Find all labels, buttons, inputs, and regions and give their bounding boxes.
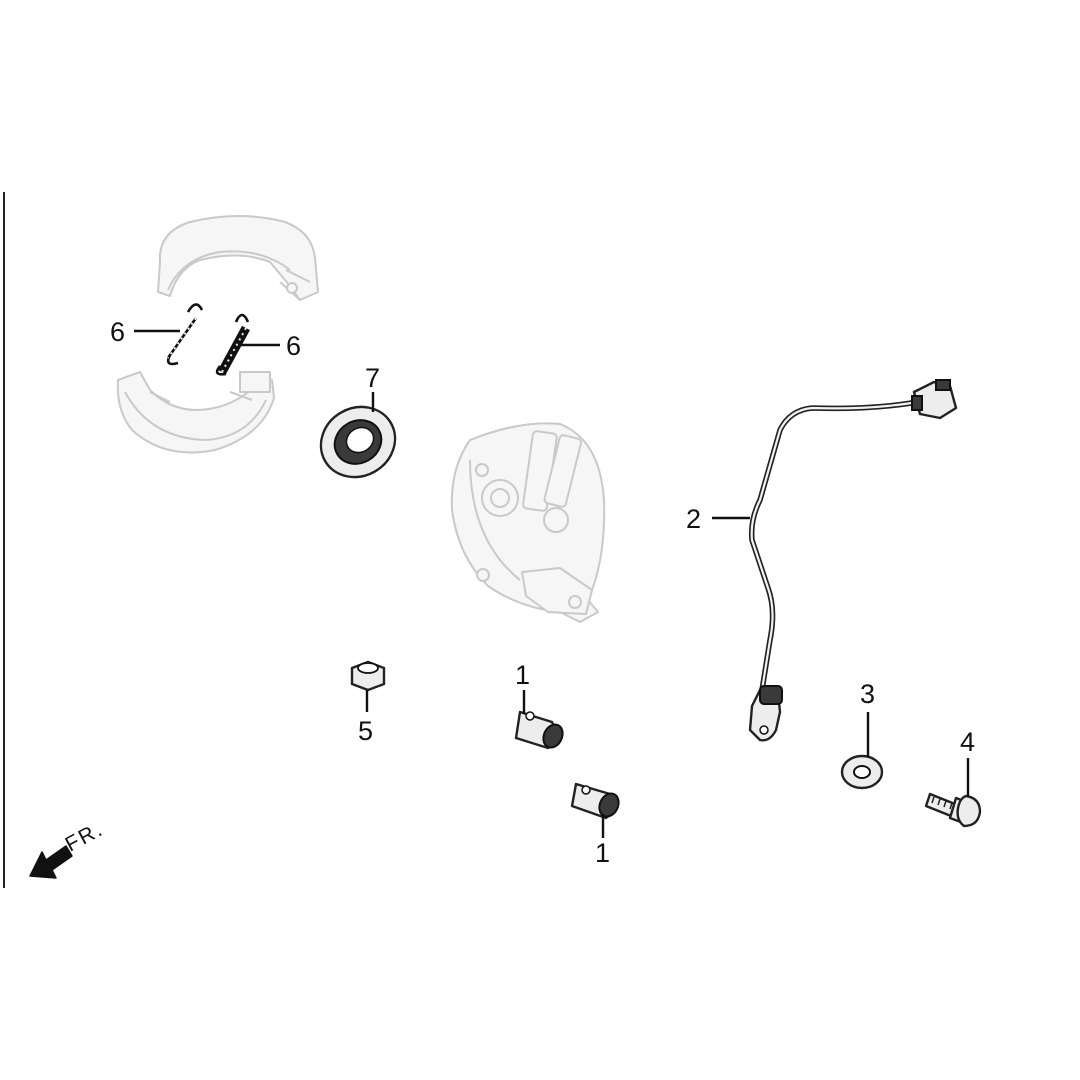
callout-4: 4 bbox=[960, 727, 975, 757]
callout-5: 5 bbox=[358, 716, 373, 746]
spring-left bbox=[166, 303, 204, 366]
callout-7: 7 bbox=[365, 363, 380, 393]
oil-seal bbox=[319, 405, 397, 479]
brake-panel-ghost bbox=[450, 422, 606, 623]
arrow-down-left-icon bbox=[29, 845, 73, 879]
brake-shoe-upper bbox=[157, 215, 319, 301]
wheel-speed-sensor bbox=[748, 379, 958, 742]
front-direction-label: FR. bbox=[62, 817, 108, 856]
callout-2: 2 bbox=[686, 504, 701, 534]
callout-1-upper: 1 bbox=[515, 660, 530, 690]
callout-6-right: 6 bbox=[286, 331, 301, 361]
callout-6-left: 6 bbox=[110, 317, 125, 347]
callout-3: 3 bbox=[860, 679, 875, 709]
brake-shoe-lower bbox=[116, 371, 275, 454]
washer bbox=[840, 754, 884, 790]
flange-bolt bbox=[924, 792, 982, 828]
callout-1-lower: 1 bbox=[595, 838, 610, 868]
cable-pin-lower bbox=[570, 782, 620, 820]
cable-pin-upper bbox=[514, 710, 564, 750]
flange-nut bbox=[350, 660, 386, 692]
spring-right bbox=[215, 313, 250, 376]
